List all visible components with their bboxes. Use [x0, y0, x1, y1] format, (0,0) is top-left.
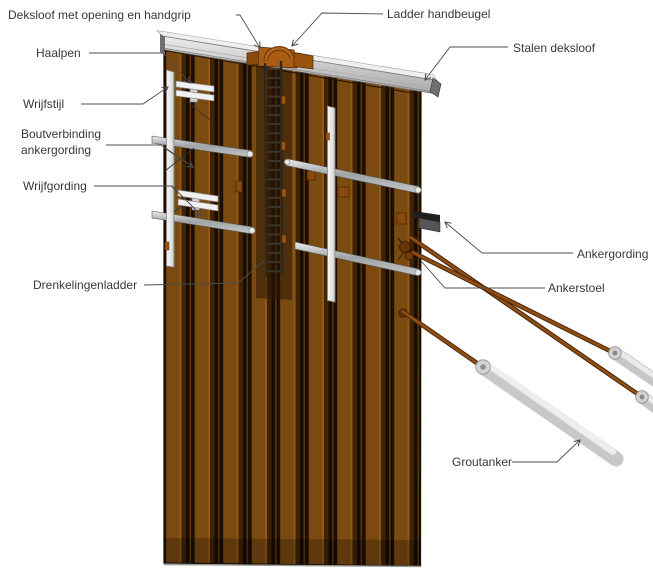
- ladder-clip: [281, 141, 286, 151]
- callout-line-ankergording: [444, 221, 573, 254]
- label-stalen-deksloof: Stalen deksloof: [513, 41, 596, 55]
- plank-clip: [396, 212, 407, 225]
- cap-right-lip: [429, 77, 442, 98]
- callout-line-wrijfgording: [94, 185, 203, 217]
- plank-clip: [306, 170, 316, 181]
- waling-beam-left-lower: [151, 210, 254, 235]
- callout-line-haalpen: [89, 52, 191, 84]
- beam-end-cap: [414, 269, 422, 276]
- callout-lines: [81, 12, 581, 463]
- grout-anchor-body: [608, 346, 653, 387]
- anchor-waling-web: [418, 217, 441, 233]
- anchor-rod-core: [411, 250, 615, 355]
- rubbing-post-middle: [327, 105, 336, 303]
- label-groutanker: Groutanker: [452, 455, 512, 469]
- anchor-rods: [400, 235, 644, 399]
- anchor-waling-top-flange: [413, 211, 440, 222]
- beam-end-cap: [284, 159, 290, 165]
- handgrip-arch: [264, 47, 294, 62]
- label-deksloof-opening: Deksloof met opening en handgrip: [8, 8, 191, 22]
- grout-anchor-core: [480, 364, 486, 370]
- plank-clip: [337, 186, 350, 198]
- label-ladder-handbeugel: Ladder handbeugel: [387, 7, 490, 21]
- label-boutverbinding-line2: ankergording: [21, 143, 91, 157]
- label-ankergording: Ankergording: [577, 247, 648, 261]
- grout-anchor-core: [612, 350, 618, 356]
- waling-beam-left-upper: [151, 135, 252, 158]
- ladder-recess: [256, 62, 292, 300]
- beam-end-cap: [414, 186, 422, 194]
- haalpen-plate: [175, 89, 215, 102]
- post-clip: [325, 132, 330, 141]
- plank-clip: [235, 180, 243, 193]
- post-clip: [164, 241, 170, 251]
- anchor-seat: [397, 237, 417, 261]
- callout-line-boutverbinding: [106, 144, 194, 168]
- cap-shadow-line: [163, 49, 422, 96]
- callout-line-ankerstoel: [420, 260, 545, 289]
- label-drenkelingenladder: Drenkelingenladder: [33, 278, 137, 292]
- label-ankerstoel: Ankerstoel: [548, 281, 605, 295]
- callout-line-stalen-deksloof: [424, 46, 508, 81]
- ladder-clip: [281, 234, 287, 244]
- anchor-rod-core: [401, 309, 485, 370]
- grout-anchor-core: [639, 394, 645, 400]
- callout-line-drenkelingenladder: [143, 259, 266, 286]
- wall-bottom-shadow: [164, 538, 421, 566]
- cap-left-lip: [160, 34, 165, 55]
- callout-line-groutanker: [512, 439, 581, 463]
- grout-anchor-body-main: [475, 359, 624, 467]
- anchor-waling-bracket: [413, 211, 441, 233]
- label-wrijfgording: Wrijfgording: [23, 179, 87, 193]
- label-boutverbinding-line1: Boutverbinding: [21, 127, 101, 141]
- label-haalpen: Haalpen: [36, 46, 81, 60]
- haalpen-plate: [177, 189, 219, 203]
- callout-line-deksloof-opening: [236, 14, 261, 49]
- waling-beam-right-lower: [294, 241, 420, 277]
- ladder-rail-left: [263, 62, 268, 278]
- anchor-rod-core: [409, 235, 643, 399]
- beam-end-cap: [246, 150, 254, 158]
- ladder-clip: [281, 188, 287, 198]
- callout-line-wrijfstijl: [81, 86, 169, 105]
- grout-anchor-sheen: [483, 360, 616, 455]
- cover-plate-right-wing: [293, 52, 314, 70]
- beam-end-cap: [248, 227, 256, 234]
- cap-lower-groove-line: [161, 47, 438, 93]
- ladder-clip: [281, 95, 286, 105]
- callout-line-ladder-handbeugel: [291, 12, 384, 47]
- rescue-ladder: [263, 60, 287, 278]
- label-wrijfstijl: Wrijfstijl: [23, 97, 64, 111]
- sheet-pile-wall-face: [163, 49, 422, 567]
- wall-bottom-edge: [163, 563, 421, 568]
- rubbing-post-left: [166, 69, 175, 268]
